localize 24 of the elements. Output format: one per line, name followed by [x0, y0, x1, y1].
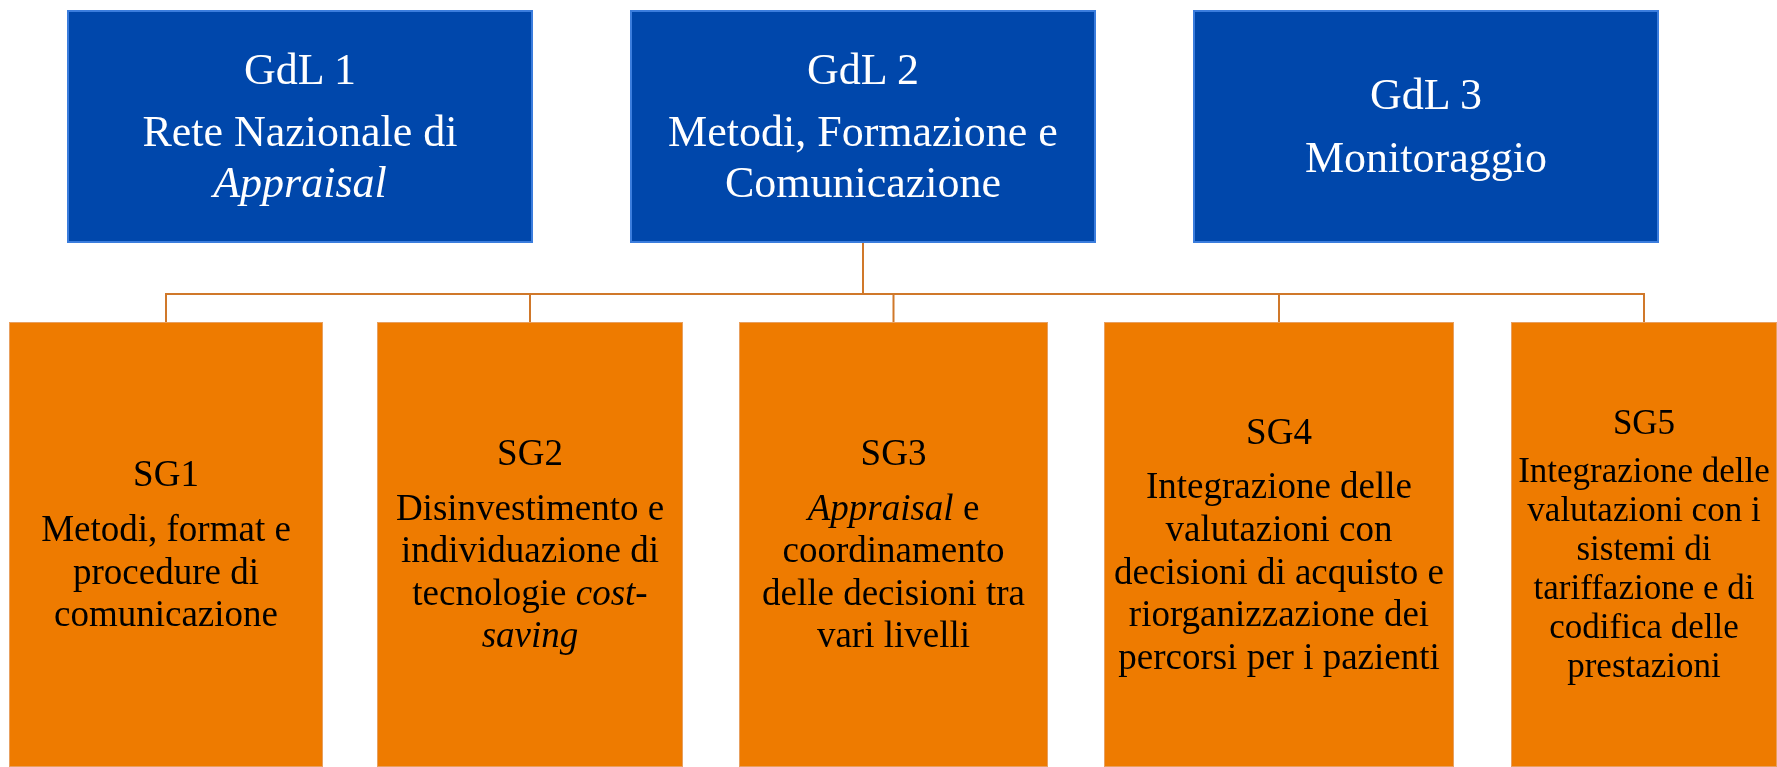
box-description: Metodi, Formazione e Comunicazione: [667, 107, 1059, 209]
box-description: Appraisal e coordinamento delle decisioni tra vari livelli: [761, 486, 1026, 657]
box-heading: SG2: [497, 432, 563, 475]
group-box: [67, 10, 533, 243]
subgroup-box: [1104, 322, 1454, 767]
box-heading: SG5: [1612, 403, 1676, 443]
group-box: [630, 10, 1096, 243]
box-heading: SG1: [133, 453, 199, 496]
box-heading: SG4: [1246, 410, 1312, 454]
box-heading: SG3: [860, 432, 927, 475]
box-heading: GdL 1: [244, 44, 356, 96]
box-description: Rete Nazionale di Appraisal: [141, 107, 459, 209]
box-description: Integrazione delle valutazioni con decisioni di acquisto e riorganizzazione dei percorsi per i pazienti: [1113, 465, 1445, 679]
subgroup-box: [377, 322, 683, 767]
box-description: Disinvestimento e individuazione di tecnologie cost-saving: [394, 486, 666, 657]
subgroup-box: [9, 322, 323, 767]
box-heading: GdL 2: [807, 44, 919, 96]
group-box: [1193, 10, 1659, 243]
subgroup-box: [1511, 322, 1777, 767]
box-description: Monitoraggio: [1305, 132, 1547, 184]
subgroup-box: [739, 322, 1048, 767]
box-description: Integrazione delle valutazioni con i sistemi di tariffazione e di codifica delle prestazioni: [1517, 450, 1771, 686]
box-description: Metodi, format e procedure di comunicazione: [40, 507, 292, 636]
box-heading: GdL 3: [1370, 69, 1482, 121]
